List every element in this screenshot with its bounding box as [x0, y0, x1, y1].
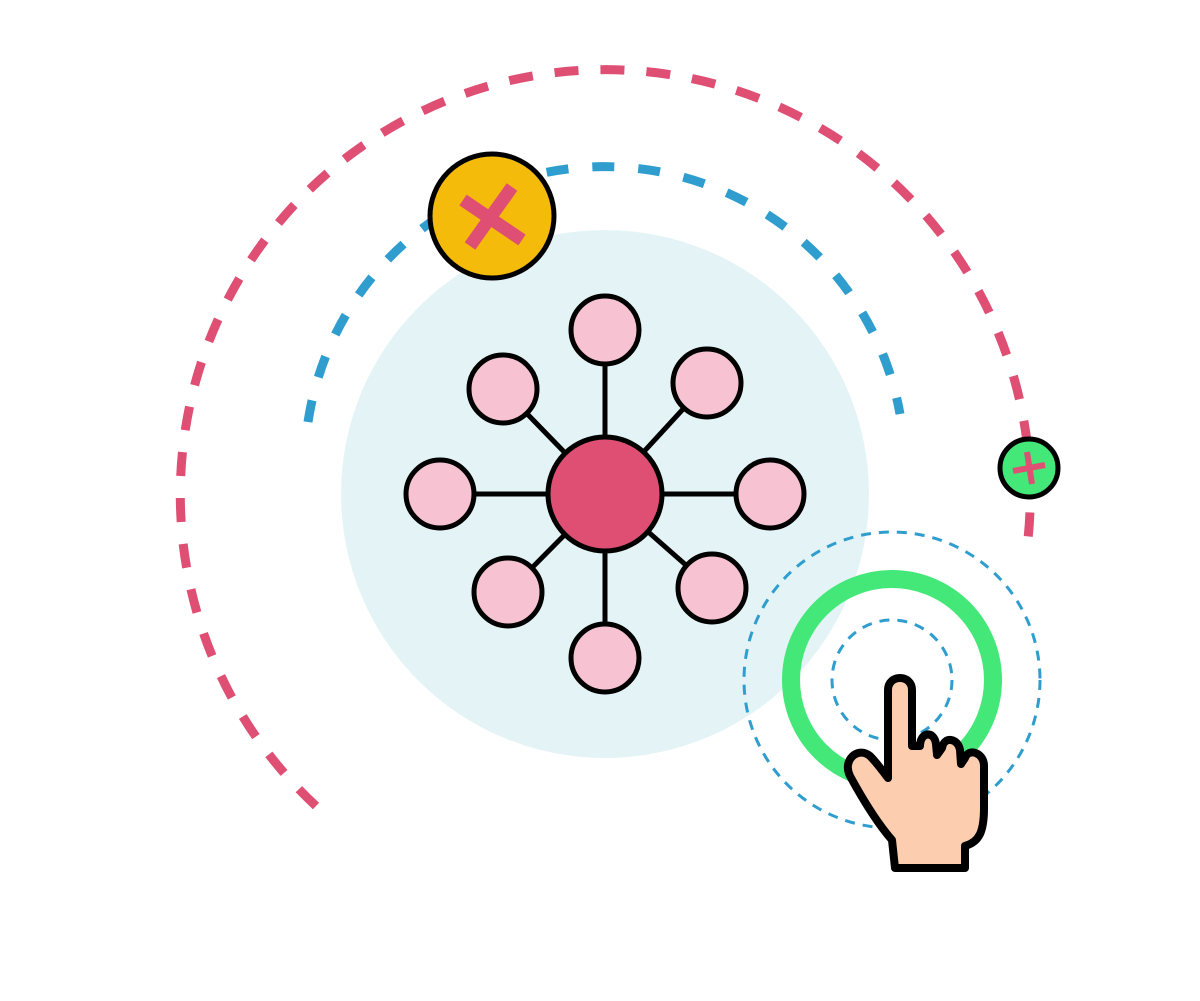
add-badge[interactable]: [997, 436, 1061, 500]
satellite-node-bottom-right: [675, 551, 749, 625]
hub-node: [545, 434, 665, 554]
satellite-node-top: [568, 293, 642, 367]
satellite-node-top-right: [670, 346, 744, 420]
inner-orbit-dashed: [303, 162, 905, 423]
satellite-node-right: [733, 457, 807, 531]
satellite-nodes: [403, 293, 807, 695]
satellite-node-left: [403, 457, 477, 531]
outer-orbit-dashed: [175, 65, 1035, 810]
close-icon: [459, 183, 526, 250]
satellite-node-bottom-left: [471, 555, 545, 629]
tap-ripple-outer: [742, 530, 1042, 830]
pointing-hand-icon: [844, 674, 988, 872]
remove-badge[interactable]: [427, 151, 557, 281]
hand-shape: [844, 674, 988, 872]
plus-icon: [1012, 451, 1046, 485]
satellite-node-top-left: [466, 352, 540, 426]
satellite-node-bottom: [568, 621, 642, 695]
